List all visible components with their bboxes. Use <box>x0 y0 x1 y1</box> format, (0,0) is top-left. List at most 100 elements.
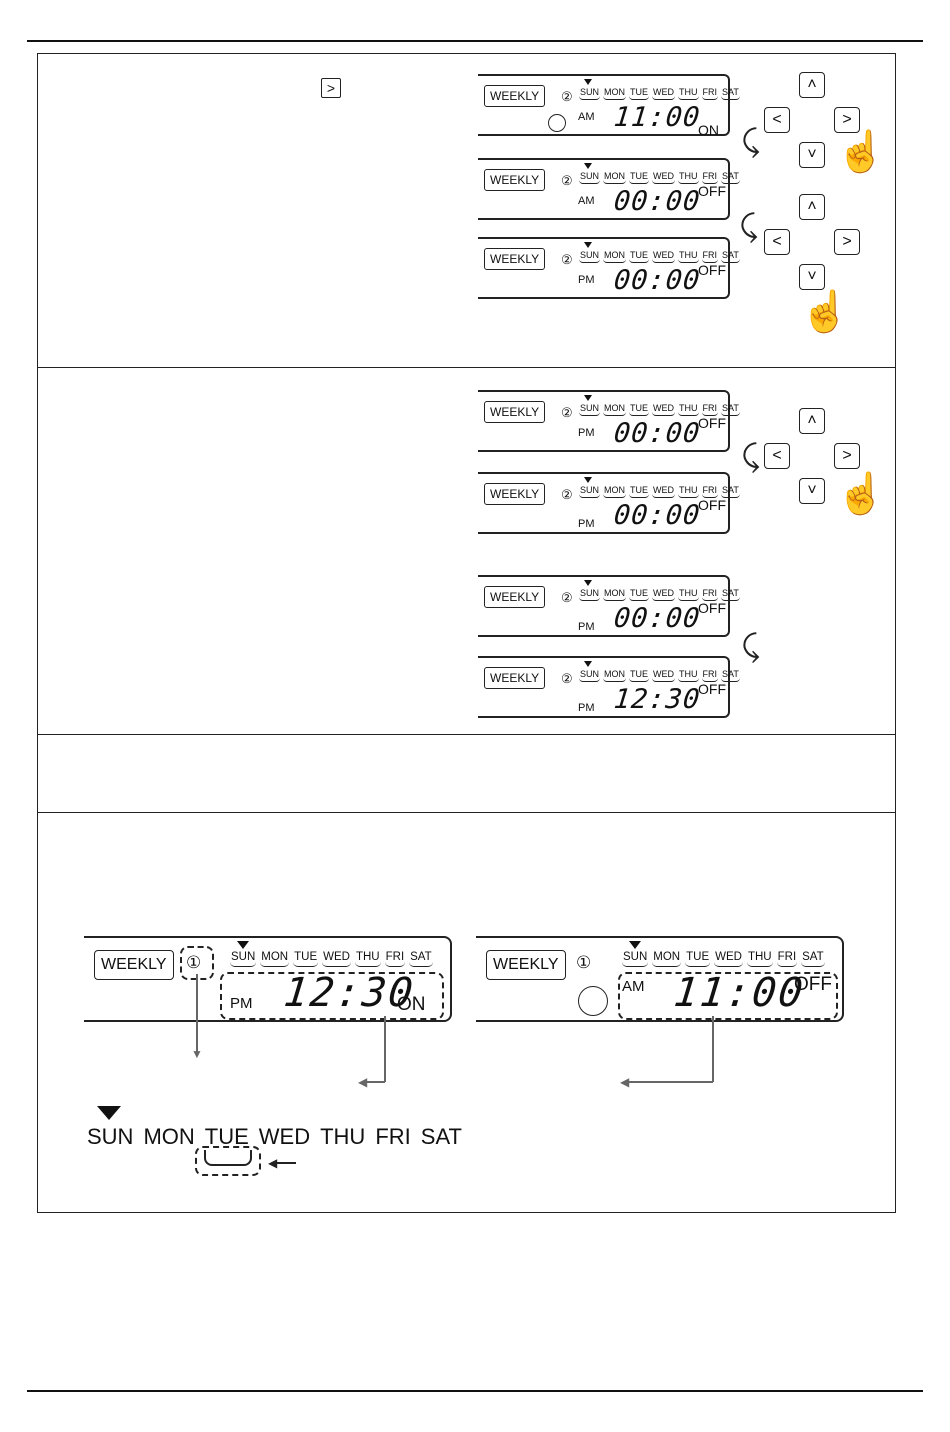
left-key-icon[interactable]: < <box>764 443 790 469</box>
day-row: SUN MON TUE WED THU FRI SAT <box>579 171 740 184</box>
weekly-label: WEEKLY <box>484 586 546 608</box>
day-label: SUN <box>579 485 601 498</box>
day-row: SUN MON TUE WED THU FRI SAT <box>579 485 740 498</box>
down-key-icon[interactable]: ˅ <box>799 478 825 504</box>
left-key-icon[interactable]: < <box>764 229 790 255</box>
day-label: THU <box>678 87 699 100</box>
pressing-hand-icon: ☝ <box>836 130 886 174</box>
leader-line <box>276 1162 296 1164</box>
day-label: THU <box>678 485 699 498</box>
day-label: MON <box>603 588 627 601</box>
curved-arrow-icon: ⤹ <box>740 210 758 243</box>
day-row: SUN MON TUE WED THU FRI SAT <box>579 403 740 416</box>
lcd-panel: WEEKLY ② SUN MON TUE WED THU FRI SAT AM … <box>478 74 740 138</box>
weekly-label: WEEKLY <box>94 950 174 980</box>
on-off-indicator: OFF <box>794 974 832 995</box>
day-pointer-icon <box>237 941 249 949</box>
time-digits: 00:00 <box>612 500 702 531</box>
day-label: TUE <box>629 403 650 416</box>
time-highlight <box>618 972 838 1020</box>
day-label: THU <box>320 1124 366 1149</box>
day-pointer-icon <box>584 395 592 401</box>
leader-line <box>196 974 198 1052</box>
weekly-label: WEEKLY <box>484 169 546 191</box>
left-key-icon[interactable]: < <box>764 107 790 133</box>
day-label: MON <box>603 669 627 682</box>
day-label: FRI <box>701 250 719 263</box>
weekly-label: WEEKLY <box>486 950 566 980</box>
day-label: TUE <box>629 485 650 498</box>
day-row: SUN MON TUE WED THU FRI SAT <box>579 669 740 682</box>
weekly-label: WEEKLY <box>484 85 546 107</box>
curved-arrow-icon: ⤹ <box>742 440 760 473</box>
day-label: WED <box>652 669 676 682</box>
day-label: MON <box>143 1124 195 1149</box>
ampm-indicator: PM <box>578 427 595 439</box>
down-key-icon[interactable]: ˅ <box>799 142 825 168</box>
up-key-icon[interactable]: ˄ <box>799 194 825 220</box>
right-key-icon[interactable]: > <box>834 229 860 255</box>
weekly-label: WEEKLY <box>484 401 546 423</box>
time-highlight <box>220 972 444 1020</box>
day-label: WED <box>652 87 676 100</box>
day-label: SUN <box>579 588 601 601</box>
day-label: SUN <box>230 951 257 967</box>
program-number: ② <box>561 590 573 605</box>
right-key-icon[interactable]: > <box>834 443 860 469</box>
day-pointer-icon <box>584 79 592 85</box>
time-digits: 00:00 <box>612 418 702 449</box>
day-label: WED <box>652 403 676 416</box>
ampm-indicator: AM <box>578 111 595 123</box>
day-label: WED <box>258 1124 311 1149</box>
lcd-panel: WEEKLY ② SUN MON TUE WED THU FRI SAT PM … <box>478 237 740 299</box>
day-label: SAT <box>409 951 433 967</box>
lcd-panel: WEEKLY ② SUN MON TUE WED THU FRI SAT PM … <box>478 656 740 718</box>
leader-line <box>628 1081 713 1083</box>
down-key-icon[interactable]: ˅ <box>799 264 825 290</box>
day-label: THU <box>678 669 699 682</box>
day-row: SUN MON TUE WED THU FRI SAT <box>579 87 740 100</box>
program-number: ② <box>561 487 573 502</box>
day-label: SAT <box>721 87 740 100</box>
day-label: TUE <box>293 951 319 967</box>
up-key-icon[interactable]: ˄ <box>799 408 825 434</box>
day-label: MON <box>603 485 627 498</box>
ampm-indicator: PM <box>578 621 595 633</box>
day-label: WED <box>652 250 676 263</box>
on-off-indicator: ON <box>397 994 426 1015</box>
on-off-indicator: ON <box>698 122 719 138</box>
day-label: SUN <box>579 403 601 416</box>
up-key-icon[interactable]: ˄ <box>799 72 825 98</box>
day-label: MON <box>603 171 627 184</box>
day-label: WED <box>322 951 351 967</box>
day-bracket-icon <box>204 1150 252 1166</box>
day-label: SUN <box>579 250 601 263</box>
right-key-icon[interactable]: > <box>834 107 860 133</box>
day-label: SUN <box>579 87 601 100</box>
day-label: WED <box>652 588 676 601</box>
curved-arrow-icon: ⤹ <box>742 630 760 663</box>
day-row: SUN MON TUE WED THU FRI SAT <box>579 250 740 263</box>
day-label: FRI <box>701 87 719 100</box>
day-label: THU <box>678 403 699 416</box>
arrow-key-pad: ˄ < > ˅ <box>764 408 864 508</box>
top-rule <box>27 40 923 42</box>
day-label: SAT <box>721 171 740 184</box>
ampm-indicator: PM <box>578 518 595 530</box>
arrow-key-pad: ˄ < > ˅ <box>764 194 864 294</box>
pressing-hand-icon: ☝ <box>800 290 850 334</box>
day-label: SAT <box>721 485 740 498</box>
leader-line <box>366 1081 385 1083</box>
day-label: SUN <box>87 1124 134 1149</box>
program-number: ② <box>561 173 573 188</box>
lcd-panel: WEEKLY ② SUN MON TUE WED THU FRI SAT AM … <box>478 158 740 220</box>
time-digits: 11:00 <box>612 102 702 133</box>
day-label: MON <box>603 403 627 416</box>
on-off-indicator: OFF <box>698 262 726 278</box>
day-label: MON <box>260 951 290 967</box>
weekly-label: WEEKLY <box>484 667 546 689</box>
lcd-panel: WEEKLY ② SUN MON TUE WED THU FRI SAT PM … <box>478 390 740 452</box>
bottom-rule <box>27 1390 923 1392</box>
day-pointer-icon <box>584 661 592 667</box>
clock-icon <box>548 114 566 132</box>
